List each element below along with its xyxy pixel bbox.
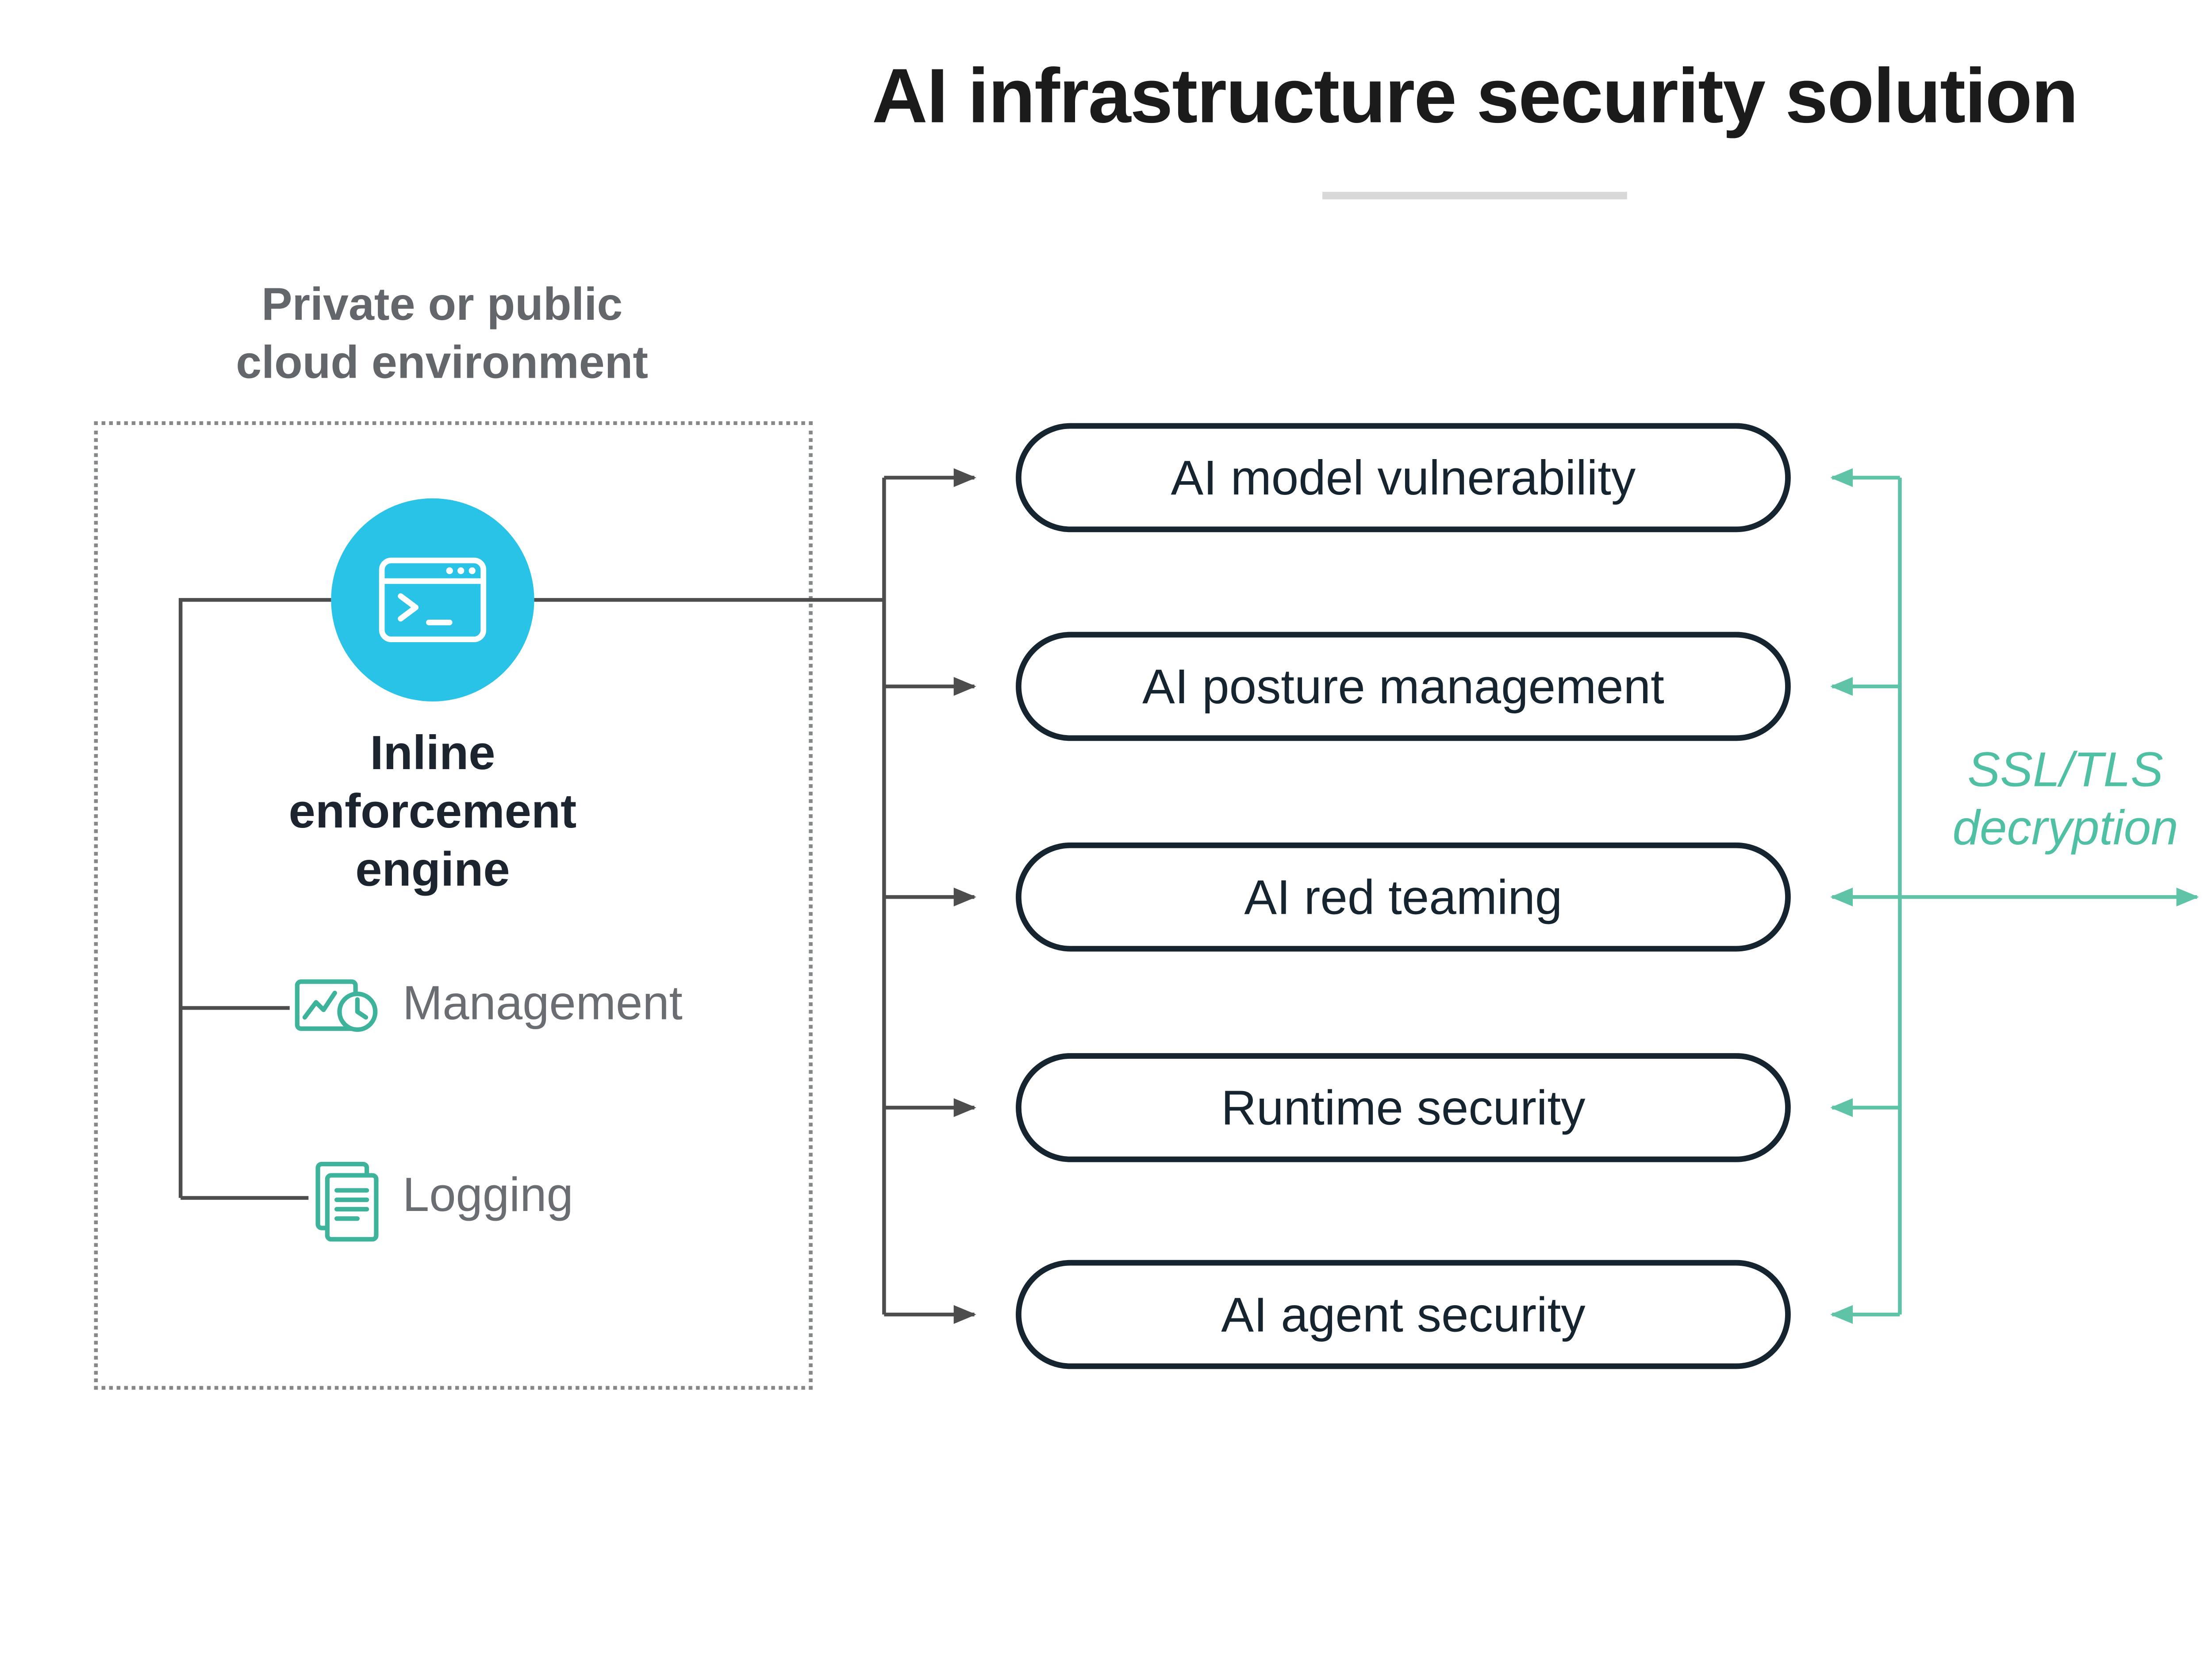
pill-label: AI red teaming <box>1244 868 1563 924</box>
cloud-environment-label: Private or public cloud environment <box>236 280 649 390</box>
logging-label: Logging <box>402 1169 573 1222</box>
pill-label: AI model vulnerability <box>1171 448 1636 505</box>
pill-label: AI posture management <box>1142 657 1664 714</box>
pill-ai-agent-security: AI agent security <box>1016 1260 1791 1369</box>
ssl-tls-decryption-label: SSL/TLS decryption <box>1952 741 2178 856</box>
management-label: Management <box>402 977 683 1031</box>
inline-enforcement-engine-label: Inline enforcement engine <box>288 728 577 898</box>
logging-icon <box>312 1160 388 1256</box>
terminal-icon <box>379 557 487 643</box>
pill-label: Runtime security <box>1221 1078 1586 1135</box>
inline-enforcement-engine-badge <box>331 498 534 701</box>
page-title: AI infrastructure security solution <box>872 53 2078 139</box>
title-divider <box>1322 192 1627 199</box>
pill-ai-red-teaming: AI red teaming <box>1016 842 1791 952</box>
pill-label: AI agent security <box>1221 1285 1586 1342</box>
cloud-environment-box <box>94 421 813 1390</box>
management-icon <box>293 969 384 1057</box>
pill-runtime-security: Runtime security <box>1016 1053 1791 1162</box>
pill-ai-model-vulnerability: AI model vulnerability <box>1016 423 1791 533</box>
pill-ai-posture-management: AI posture management <box>1016 632 1791 741</box>
